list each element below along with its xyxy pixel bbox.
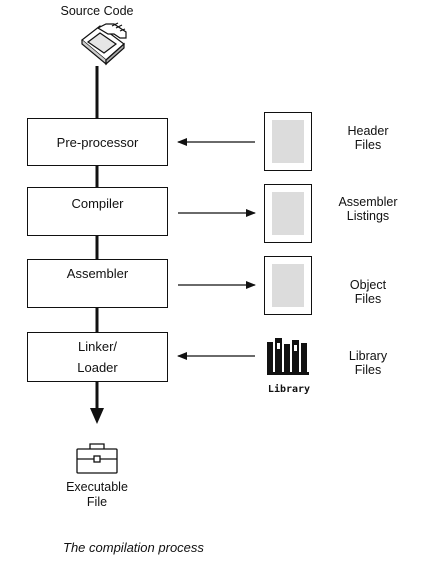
compiler-label: Compiler <box>71 196 124 211</box>
library-label-line2: Files <box>354 363 382 377</box>
library-icon-label: Library <box>267 384 311 395</box>
assembler-listings-label: Assembler Listings <box>323 195 413 223</box>
object-files-label: Object Files <box>323 278 413 306</box>
header-label-line1: Header <box>347 124 389 138</box>
header-files-label: Header Files <box>323 124 413 152</box>
object-label-line1: Object <box>349 278 387 292</box>
compiler-box: Compiler <box>27 187 168 236</box>
flow-arrowhead-executable <box>90 408 104 424</box>
executable-label-line2: File <box>86 495 108 509</box>
assembler-listings-document-icon <box>264 184 312 243</box>
listings-label-line1: Assembler <box>338 195 398 209</box>
library-label-line1: Library <box>348 349 388 363</box>
loader-label: Loader <box>77 360 118 375</box>
source-code-label: Source Code <box>60 4 134 18</box>
library-files-label: Library Files <box>323 349 413 377</box>
linker-loader-box: Linker/ Loader <box>27 332 168 382</box>
object-label-line2: Files <box>354 292 382 306</box>
header-label-line2: Files <box>354 138 382 152</box>
executable-file-label: Executable File <box>37 480 157 510</box>
linker-label: Linker/ <box>77 339 118 354</box>
figure-caption: The compilation process <box>63 540 204 555</box>
listings-label-line2: Listings <box>346 209 390 223</box>
executable-label-line1: Executable <box>66 480 128 494</box>
header-files-document-icon <box>264 112 312 171</box>
assembler-box: Assembler <box>27 259 168 308</box>
assembler-label: Assembler <box>66 266 129 281</box>
preprocessor-label: Pre-processor <box>56 134 139 150</box>
object-files-document-icon <box>264 256 312 315</box>
preprocessor-box: Pre-processor <box>27 118 168 166</box>
